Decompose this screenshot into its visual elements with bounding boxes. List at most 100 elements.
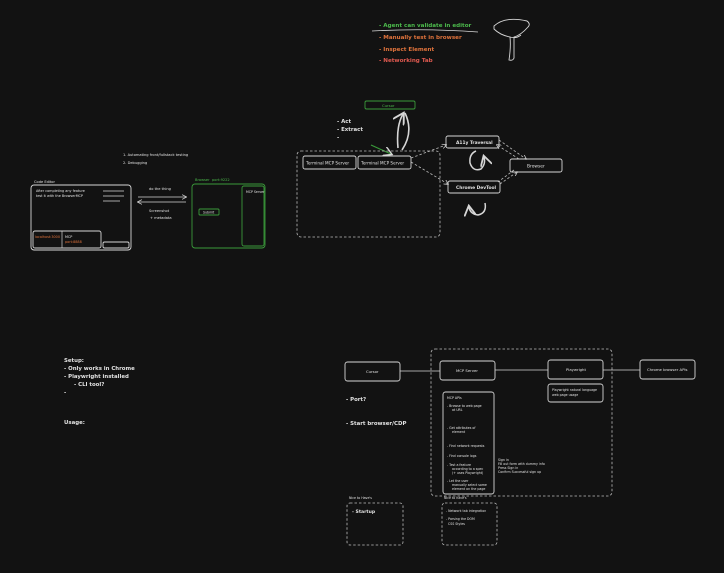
terminal-mcp-server-2 (357, 155, 412, 170)
connector-browser-a11y (497, 145, 520, 160)
chrome-devtool-label: Chrome DevTool (456, 185, 497, 191)
nice-to-have-box-2 (441, 502, 498, 546)
nice-to-have-label-2: Nice to have's (444, 496, 467, 500)
arrow-terminal-to-cursor (398, 114, 403, 149)
editor-browser-arrows: do the thing Screenshot + metadata (138, 187, 186, 220)
terminal-mcp-server-1 (302, 155, 357, 170)
terminal-outer-frame (296, 150, 441, 238)
mcp-api-attr-2: element (452, 430, 466, 434)
cursor-box-top (364, 100, 416, 110)
terminal-mcp-server-1-label: Terminal MCP Server (305, 161, 349, 166)
mcp-api-select-1: - Let the user (447, 479, 469, 483)
list-item-automating: 1. Automating front/fullstack testing (123, 153, 188, 157)
mcp-port-text: port:8888 (65, 240, 82, 244)
code-editor-lines (103, 190, 124, 202)
mcp-api-console: - Find console logs (447, 454, 477, 458)
connector-terminal-devtool (410, 161, 448, 184)
playwright-label: Playwright (566, 367, 586, 372)
loop-a11y (469, 150, 485, 171)
metadata-label: + metadata (150, 216, 172, 220)
connector-a11y-browser (498, 139, 526, 159)
browser-label-top: Browser (527, 164, 545, 170)
mcp-api-select-2: manually select some (452, 483, 487, 487)
nice-to-have-box-1 (346, 502, 404, 546)
extract-item: - Extract (337, 127, 363, 133)
setup-item-cli: - CLI tool? (74, 382, 104, 388)
cursor-box-bottom (344, 361, 401, 382)
code-editor-label: Code Editor (34, 180, 56, 184)
browser-left-label: Browser (195, 178, 210, 182)
nice-to-have-network: - Network tab integration (446, 509, 486, 513)
submit-button-label: Submit (203, 211, 215, 215)
port-question: - Port? (346, 397, 366, 403)
playwright-note-2: web page usage (552, 393, 578, 397)
mcp-server-label-bottom: MCP Server (456, 368, 478, 373)
note-manual-test: - Manually test in browser (379, 35, 462, 41)
cursor-label-top: Cursor (382, 103, 395, 108)
setup-item-chrome: - Only works in Chrome (64, 366, 135, 372)
mcp-api-browse-1: - Browse to web page (447, 404, 482, 408)
connector-browser-devtool (497, 169, 515, 183)
start-browser-cdp: - Start browser/CDP (346, 421, 406, 427)
arrow-into-terminal (370, 144, 391, 154)
browser-mcp-server-label: MCP Server (246, 190, 265, 194)
cursor-label-bottom: Cursor (366, 369, 379, 374)
bottom-right-diagram: Cursor MCP Server Playwright Chrome brow… (344, 348, 696, 546)
mcp-api-network: - Find network requests (447, 444, 485, 448)
mcp-api-browse-2: at URL (452, 408, 463, 412)
nice-to-have-dom: - Parsing the DOM (446, 517, 475, 521)
browser-left-frame (191, 183, 266, 249)
setup-title: Setup: (64, 358, 84, 364)
mcp-dashed-frame (430, 348, 613, 497)
note-agent-validate: - Agent can validate in editor (379, 23, 472, 29)
funnel-sketch-icon (493, 18, 530, 61)
signin-step-4: Confirm Successful sign up (498, 470, 541, 474)
a11y-traversal-box (445, 135, 500, 149)
usage-title: Usage: (64, 420, 85, 426)
chrome-apis-box (639, 359, 696, 380)
code-editor-text-1: After completing any feature (36, 189, 85, 193)
note-underline (371, 29, 479, 33)
note-networking-tab: - Networking Tab (379, 58, 433, 64)
list-item-debugging: 2. Debugging (123, 161, 147, 165)
connector-terminal-a11y (410, 145, 446, 159)
nice-to-have-label-1: Nice to Have's (349, 496, 372, 500)
mcp-apis-title: MCP APIs (447, 396, 462, 400)
top-right-diagram: Cursor - Act - Extract - Terminal MCP Se… (296, 100, 563, 238)
code-editor-group: Code Editor After completing any feature… (30, 180, 132, 251)
mcp-api-test-2: according to a spec (452, 467, 483, 471)
mcp-api-select-3: element on the page (452, 487, 485, 491)
submit-button[interactable] (198, 208, 220, 216)
terminal-panel (32, 230, 102, 249)
act-item: - Act (337, 119, 351, 125)
setup-item-playwright: - Playwright installed (64, 374, 129, 380)
nice-to-have-startup: - Startup (352, 509, 376, 515)
browser-box-top (509, 158, 563, 173)
playwright-box (547, 359, 604, 380)
localhost-text: localhost:3000 (35, 235, 60, 239)
connector-devtool-browser (499, 172, 517, 185)
nice-to-have-css: CSS Styles (448, 522, 465, 526)
signin-step-3: Press Sign in (498, 466, 518, 470)
code-editor-side-box (102, 241, 130, 249)
chrome-apis-label: Chrome browser APIs (647, 367, 688, 372)
mcp-text: MCP (65, 235, 72, 239)
mcp-server-box-bottom (439, 360, 496, 381)
code-editor-text-2: test it with the BrowserMCP (36, 194, 83, 198)
do-the-thing-label: do the thing (149, 187, 171, 191)
mcp-api-test-1: - Test a feature (447, 463, 471, 467)
numbered-list: 1. Automating front/fullstack testing 2.… (123, 153, 188, 165)
browser-mcp-panel (241, 185, 265, 247)
mcp-apis-box (442, 391, 495, 495)
playwright-note-1: Playwright natural language (552, 388, 597, 392)
signin-step-1: Sign in (498, 458, 509, 462)
note-inspect-element: - Inspect Element (379, 47, 435, 53)
arrow-cursor-to-terminal (401, 112, 410, 151)
mcp-api-attr-1: - Get attributes of (447, 426, 476, 430)
loop-devtool (469, 202, 487, 215)
playwright-note-box (547, 383, 604, 403)
screenshot-label: Screenshot (149, 209, 170, 213)
setup-notes: Setup: - Only works in Chrome - Playwrig… (64, 358, 135, 426)
terminal-mcp-server-2-label: Terminal MCP Server (360, 161, 404, 166)
